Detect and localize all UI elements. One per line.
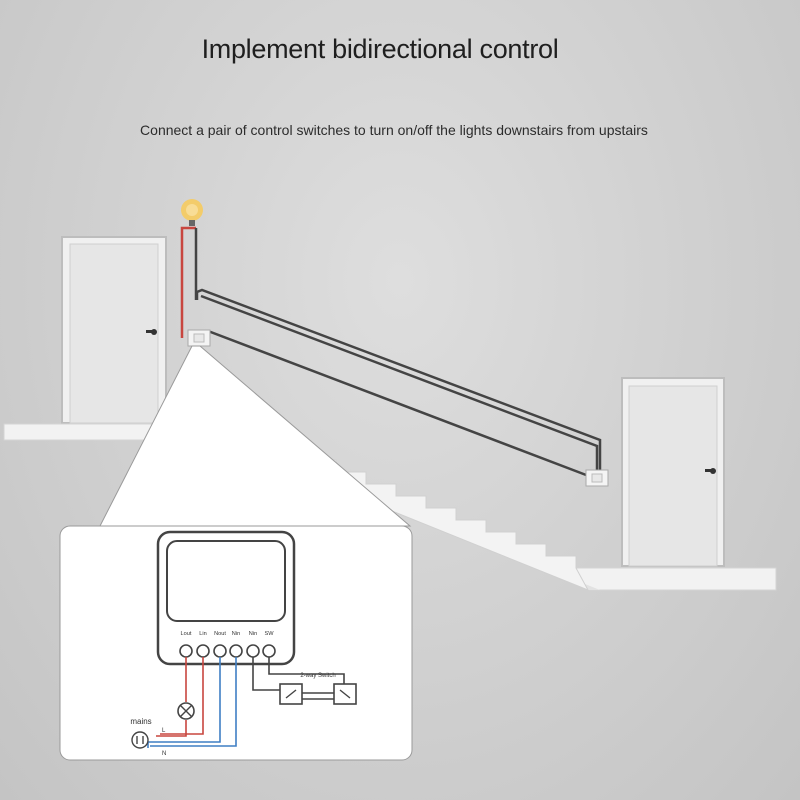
- light-bulb-icon: [181, 199, 203, 226]
- terminal-label: Nout: [214, 631, 226, 637]
- terminal-label: Nin: [249, 631, 257, 637]
- mains-supply: mains L N: [130, 717, 166, 757]
- callout-pointer: [99, 345, 412, 527]
- terminal-screw-icon: [262, 644, 276, 658]
- page-title: Implement bidirectional control: [201, 34, 559, 64]
- live-label: L: [162, 728, 166, 734]
- terminal-label: SW: [264, 631, 274, 637]
- upstairs-door: [61, 236, 167, 424]
- downstairs-switch: [585, 469, 609, 487]
- terminal-label: Lin: [199, 631, 206, 637]
- plug-icon: [131, 731, 149, 749]
- downstairs-door: [621, 377, 725, 567]
- terminal-label: Nin: [232, 631, 240, 637]
- two-way-switch: 2-way Switch: [279, 673, 357, 705]
- terminal-labels: Lout Lin Nout Nin Nin SW: [181, 631, 275, 637]
- terminal-screw-icon: [213, 644, 227, 658]
- terminals: [179, 644, 276, 658]
- page-subtitle: Connect a pair of control switches to tu…: [140, 122, 648, 138]
- lamp-symbol-icon: [177, 702, 195, 720]
- lower-floor: [558, 567, 777, 591]
- two-way-switch-label: 2-way Switch: [300, 673, 335, 679]
- terminal-screw-icon: [179, 644, 193, 658]
- upstairs-switch: [187, 329, 211, 347]
- terminal-screw-icon: [246, 644, 260, 658]
- smart-switch-module: [156, 530, 296, 666]
- terminal-screw-icon: [196, 644, 210, 658]
- inset-wiring: [147, 657, 345, 748]
- terminal-label: Lout: [181, 631, 192, 637]
- neutral-label: N: [162, 751, 166, 757]
- terminal-screw-icon: [229, 644, 243, 658]
- light-wire: [180, 226, 198, 338]
- mains-label: mains: [130, 717, 151, 726]
